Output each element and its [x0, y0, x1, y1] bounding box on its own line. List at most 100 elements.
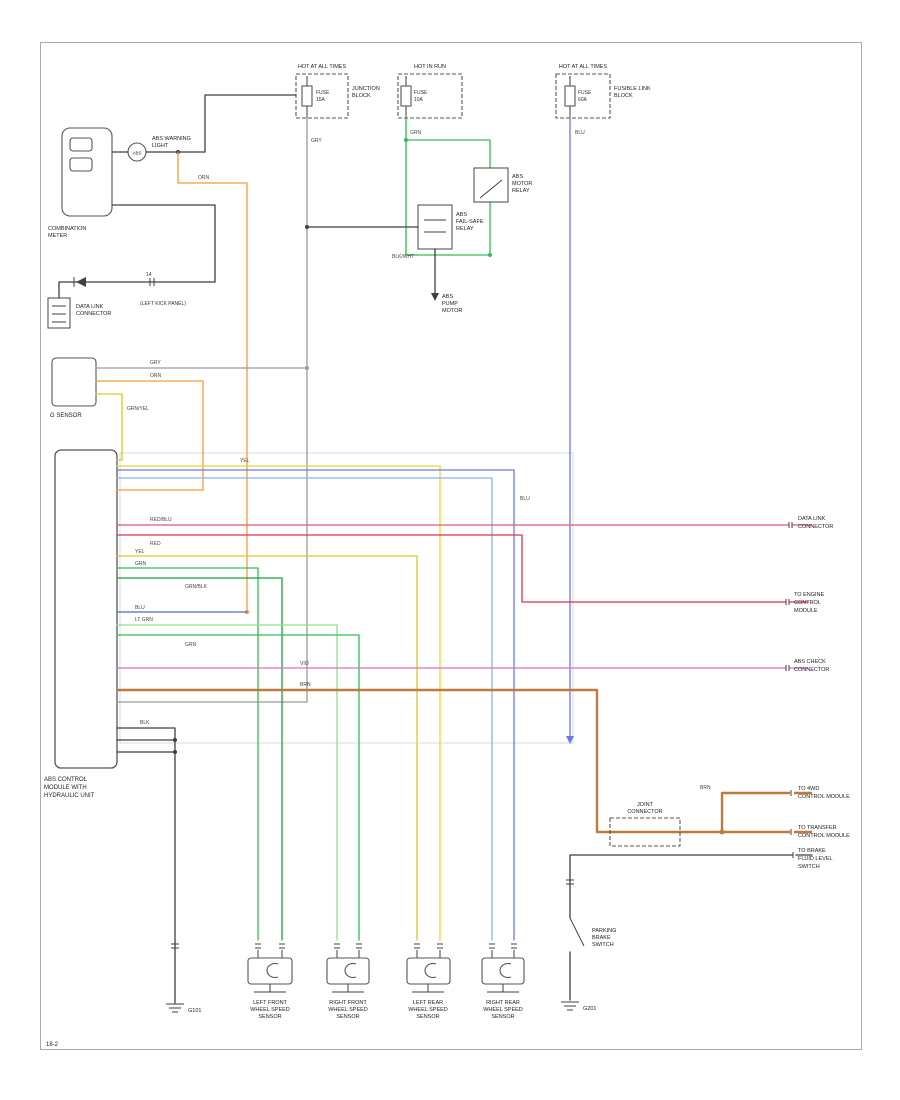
wire-color-label: GRN [410, 130, 422, 136]
fail-safe-relay-label-2: FAIL-SAFE [456, 219, 484, 225]
sensor-label-2: WHEEL SPEED [483, 1007, 523, 1013]
ground-id-left: G101 [188, 1008, 201, 1014]
junction-dot [404, 138, 408, 142]
fuse-a-name: FUSE [316, 90, 330, 96]
wire-color-label: RED/BLU [150, 517, 172, 523]
wire-color-label: BLU [135, 605, 145, 611]
hot-label-c: HOT AT ALL TIMES [559, 64, 608, 70]
sensor-label-2: WHEEL SPEED [250, 1007, 290, 1013]
right-front-wheel-speed-sensor: RIGHT FRONT WHEEL SPEED SENSOR [326, 943, 370, 1020]
joint-connector-label-2: CONNECTOR [627, 809, 662, 815]
sensor-coil-icon [266, 962, 279, 979]
sensor-label-1: LEFT REAR [413, 1000, 443, 1006]
fuse-box-a: HOT AT ALL TIMES FUSE 15A JUNCTION BLOCK [295, 64, 380, 119]
junction-dot [719, 829, 725, 835]
wire-color-label: YEL [240, 458, 250, 464]
sensor-coil-icon [424, 962, 437, 979]
wire-color-label: RED [150, 541, 161, 547]
abs-control-module: ABS CONTROL MODULE WITH HYDRAULIC UNIT [44, 449, 118, 799]
sensor-coil-icon [499, 962, 512, 979]
fusible-link-icon [564, 85, 576, 107]
abs-module-label-1: ABS CONTROL [44, 777, 88, 783]
abs-module-outline [54, 449, 118, 769]
wire-joint-to-4wd [720, 791, 790, 832]
wire-module-ground [116, 727, 176, 1004]
dest-transfer-1: TO TRANSFER [798, 825, 837, 831]
diode-icon [76, 277, 86, 287]
wire-field-outline [119, 452, 574, 744]
sensor-label-1: RIGHT REAR [486, 1000, 520, 1006]
warning-light-label-2: LIGHT [152, 143, 169, 149]
fuse-c-name: FUSE [578, 90, 592, 96]
wire-color-label: VIO [300, 661, 309, 667]
wheel-speed-sensor-icon [481, 957, 525, 985]
wire-color-label: GRY [311, 138, 322, 144]
fail-safe-relay-label-3: RELAY [456, 226, 474, 232]
pump-motor-label-1: ABS [442, 294, 453, 300]
wire-junction-block-to-module [116, 117, 308, 703]
fusible-link-outline [555, 73, 611, 119]
footer-code: 18-2 [46, 1042, 59, 1048]
wire-color-label: LT GRN [135, 617, 153, 623]
sensor-label-3: SENSOR [416, 1014, 439, 1020]
dest-check-connector-2: CONNECTOR [794, 667, 829, 673]
ground-id-right: G201 [583, 1006, 596, 1012]
abs-fail-safe-relay: ABS FAIL-SAFE RELAY [417, 204, 484, 250]
wire-color-label: BRN [700, 785, 711, 791]
wheel-speed-sensor-icon [326, 957, 370, 985]
right-rear-wheel-speed-sensor: RIGHT REAR WHEEL SPEED SENSOR [481, 943, 525, 1020]
sensor-label-1: LEFT FRONT [253, 1000, 287, 1006]
fuse-c-rating: 60A [578, 97, 588, 103]
fail-safe-relay-outline [417, 204, 453, 250]
junction-dot [488, 253, 492, 257]
junction-block-label-1: JUNCTION [352, 86, 380, 92]
wire-module-to-lr-sensor-b [116, 465, 441, 941]
wire-warning-light-to-module [177, 151, 248, 613]
warning-light-text: ABS [132, 151, 141, 156]
dest-4wd-2: CONTROL MODULE [798, 794, 850, 800]
wire-module-to-rr-sensor-b [116, 469, 515, 941]
meter-gauge-icon [69, 157, 93, 172]
fuse-block-outline [397, 73, 463, 119]
ground-icon [561, 1001, 579, 1011]
switch-label-2: BRAKE [592, 935, 611, 941]
connector-pin-number: 14 [146, 272, 152, 278]
fail-safe-relay-label-1: ABS [456, 212, 467, 218]
fuse-icon [301, 85, 313, 107]
sensor-label-2: WHEEL SPEED [408, 1007, 448, 1013]
sensor-label-3: SENSOR [336, 1014, 359, 1020]
dest-fluid-switch-2: FLUID LEVEL [798, 856, 833, 862]
wire-color-label: GRN/BLK [185, 584, 208, 590]
wire-relay-branch [405, 139, 491, 169]
pump-motor-label-3: MOTOR [442, 308, 462, 314]
wire-color-label: GRN [135, 561, 147, 567]
fusible-link-label-2: BLOCK [614, 93, 633, 99]
dest-ecm-2: CONTROL [794, 600, 821, 606]
wheel-speed-sensor-icon [247, 957, 293, 985]
warning-light-label-1: ABS WARNING [152, 136, 191, 142]
wire-module-to-lr-sensor-a [116, 555, 418, 941]
switch-label-3: SWITCH [592, 942, 614, 948]
pump-motor-label-2: PUMP [442, 301, 458, 307]
junction-block-label-2: BLOCK [352, 93, 371, 99]
joint-connector: JOINT CONNECTOR [609, 802, 681, 847]
sensor-label-3: SENSOR [258, 1014, 281, 1020]
combination-meter-label-1: COMBINATION [48, 226, 86, 232]
g-sensor-label: G SENSOR [50, 413, 82, 419]
junction-block-outline [295, 73, 349, 119]
parking-brake-switch: PARKING BRAKE SWITCH [569, 917, 616, 1001]
wire-module-to-rr-sensor-a [116, 477, 493, 941]
junction-dot [305, 225, 309, 229]
data-link-connector-icon [47, 297, 71, 329]
dest-fluid-switch-3: SWITCH [798, 864, 820, 870]
abs-module-label-3: HYDRAULIC UNIT [44, 793, 95, 799]
wire-color-label: BLK/WHT [392, 254, 414, 260]
g-sensor: G SENSOR [50, 357, 97, 419]
switch-label-1: PARKING [592, 928, 616, 934]
abs-module-label-2: MODULE WITH [44, 785, 87, 791]
dest-ecm-1: TO ENGINE [794, 592, 824, 598]
fuse-icon [400, 85, 412, 107]
dlc-label-1: DATA LINK [76, 304, 104, 310]
abs-motor-relay: ABS MOTOR RELAY [473, 167, 532, 203]
